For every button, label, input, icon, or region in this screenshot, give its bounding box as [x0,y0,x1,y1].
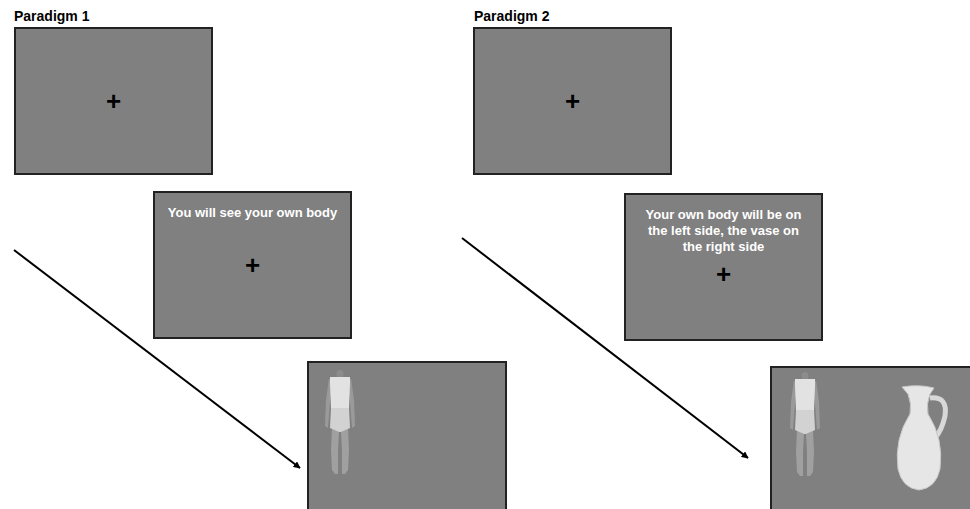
fixation-cross: + [245,252,260,278]
paradigm-label: Paradigm 2 [474,8,549,24]
instruction-text: Your own body will be on the left side, … [638,207,809,255]
fixation-cross: + [106,88,121,114]
instruction-text: You will see your own body [167,205,338,221]
screen-box: + [473,27,672,175]
stimulus-screen [771,367,970,509]
vase-picture [897,386,945,490]
paradigm-label: Paradigm 1 [14,8,89,24]
stimulus-screen [308,362,506,509]
body-picture [325,370,355,474]
body-picture [790,372,820,476]
fixation-cross: + [716,261,731,287]
screen-box: + [14,27,213,175]
fixation-cross: + [565,88,580,114]
screen-box: You will see your own body + [153,191,352,339]
screen-box: Your own body will be on the left side, … [624,193,823,341]
